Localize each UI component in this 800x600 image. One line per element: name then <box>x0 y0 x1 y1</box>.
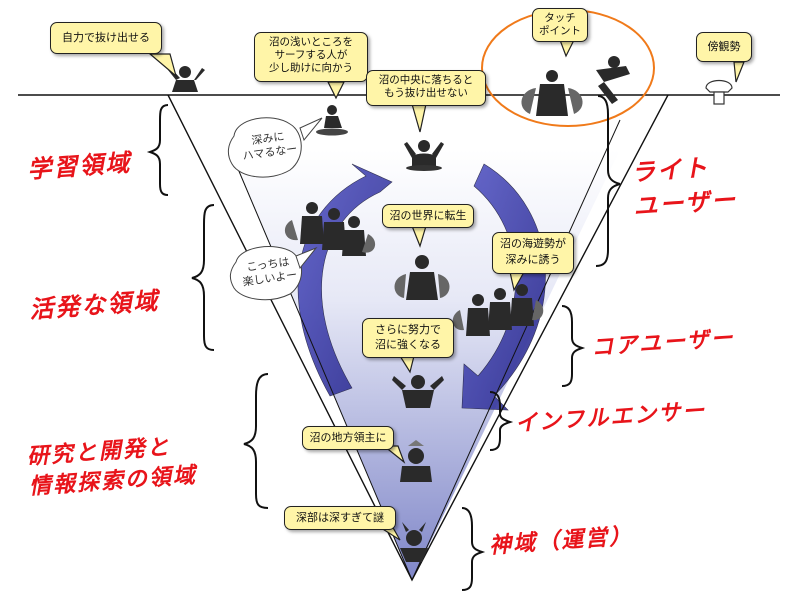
bubble-shallow-surfer: 沼の浅いところを サーフする人が 少し助けに向かう <box>254 32 368 82</box>
reborn-angel-icon <box>394 255 450 300</box>
devil-figure-icon <box>400 522 428 562</box>
lord-figure-icon <box>400 440 432 482</box>
angel-group-right-icon <box>452 284 544 336</box>
bubble-stronger: さらに努力で 沼に強くなる <box>362 318 454 358</box>
funnel-inner-right <box>411 119 621 581</box>
label-light-user: ライト ユーザー <box>630 152 738 221</box>
bubble-deep-mystery: 深部は深すぎて謎 <box>284 506 396 530</box>
sinking-person-icon <box>404 140 444 171</box>
thought-shapes <box>227 117 323 301</box>
bubble-center-fall: 沼の中央に落ちると もう抜け出せない <box>366 70 486 106</box>
braces-left <box>146 104 269 509</box>
bubble-lord: 沼の地方領主に <box>302 426 394 450</box>
bubble-self-escape: 自力で抜け出せる <box>50 22 162 54</box>
bubble-touch-point: タッチ ポイント <box>532 8 588 42</box>
label-learning-zone: 学習領域 <box>26 147 133 184</box>
bubble-sea-players: 沼の海遊勢が 深みに誘う <box>492 232 574 274</box>
bubble-reborn: 沼の世界に転生 <box>382 204 474 228</box>
bubble-spectator: 傍観勢 <box>696 32 752 62</box>
figures <box>168 56 733 562</box>
strong-figure-icon <box>392 375 444 408</box>
label-research-zone: 研究と開発と 情報探索の領域 <box>26 433 198 500</box>
angel-group-left-icon <box>284 202 376 256</box>
angel-touch-icon <box>521 56 630 116</box>
surfer-icon <box>316 105 348 136</box>
spectator-icon <box>705 79 733 105</box>
braces-right <box>461 95 621 591</box>
